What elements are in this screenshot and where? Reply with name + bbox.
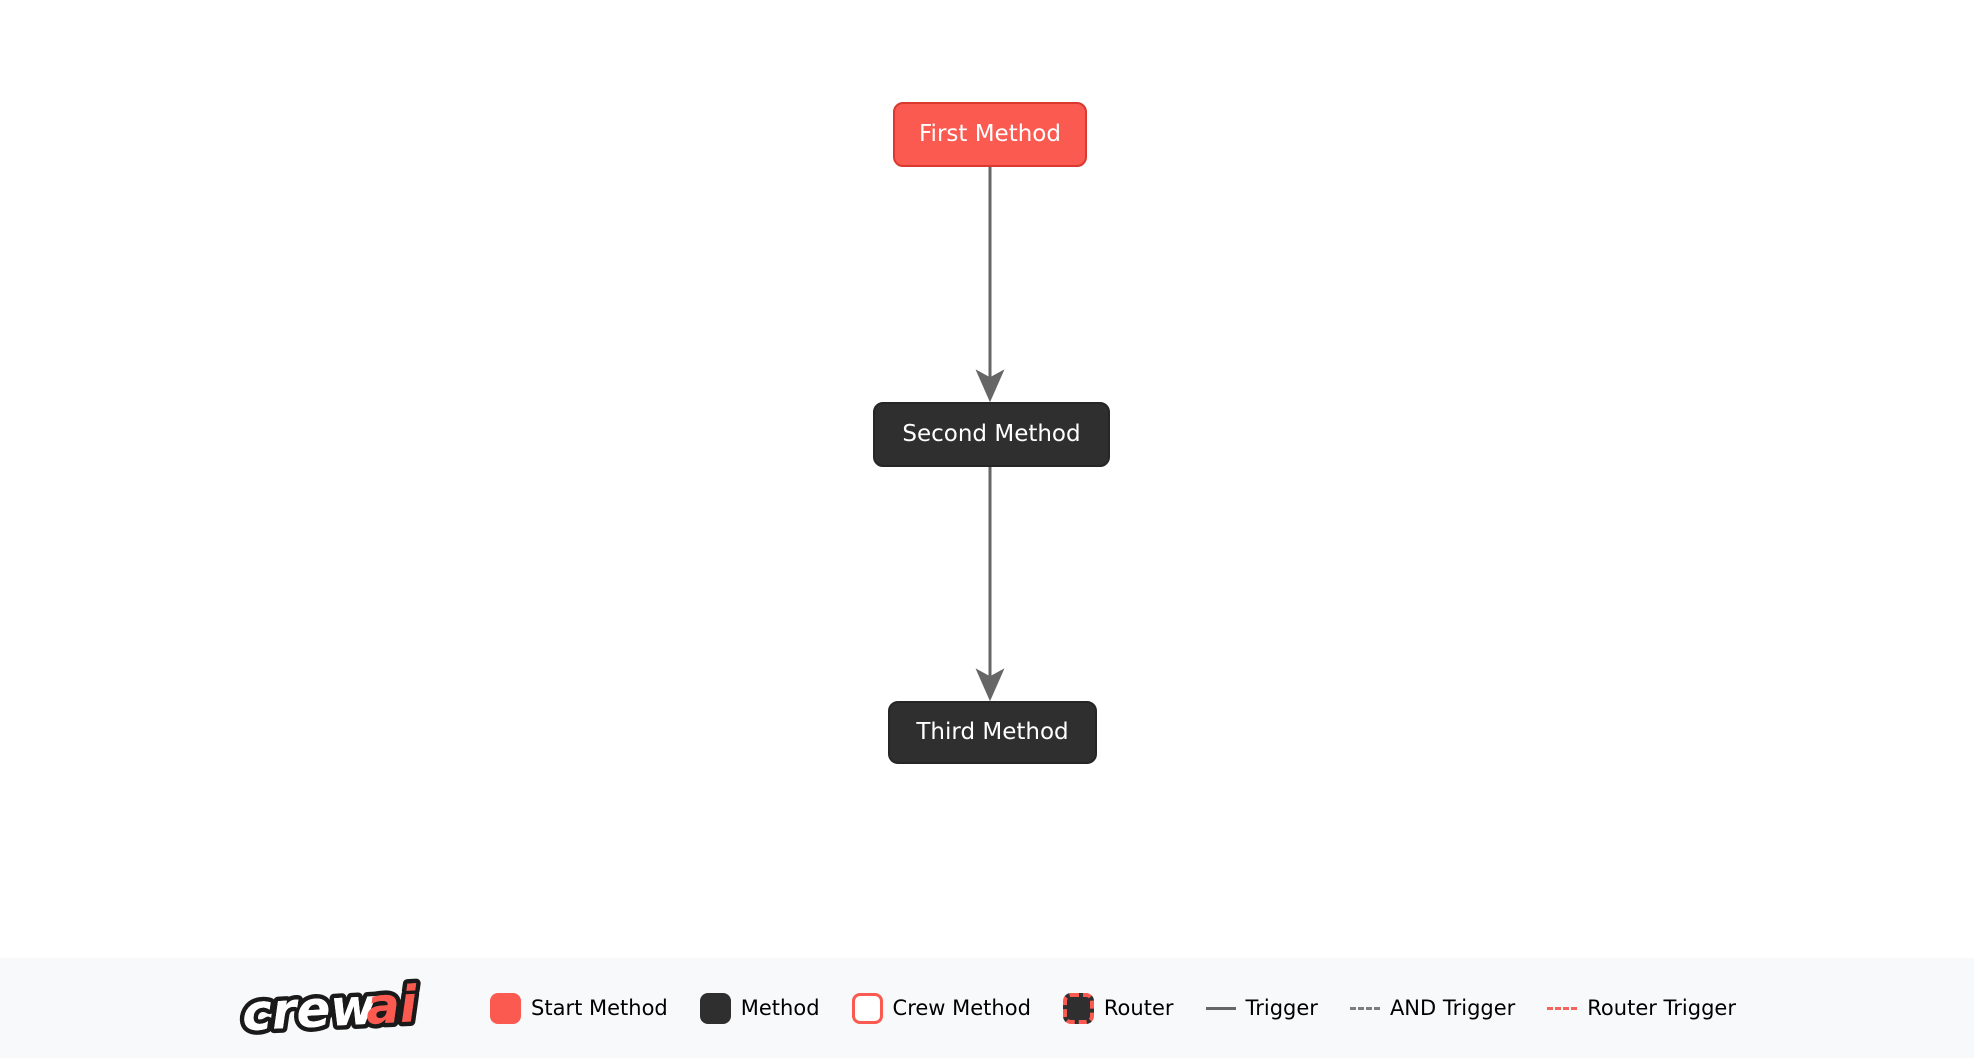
legend-label: Method [740,996,820,1020]
legend-label: Router [1103,996,1174,1020]
legend-label: AND Trigger [1389,996,1516,1020]
legend-bar: crew ai crew ai Start Method Method Crew… [0,958,1974,1058]
flow-node-label: First Method [919,121,1061,147]
legend-label: Crew Method [892,996,1031,1020]
router-swatch [1062,992,1094,1024]
svg-text:ai: ai [364,975,419,1036]
start-method-swatch [490,992,522,1024]
crew-method-swatch [851,992,883,1024]
legend-item-trigger: Trigger [1205,996,1318,1020]
and-trigger-line-swatch [1349,1006,1380,1010]
method-swatch [699,992,731,1024]
legend-item-and-trigger: AND Trigger [1349,996,1516,1020]
legend-label: Router Trigger [1587,996,1736,1020]
flow-node-second-method[interactable]: Second Method [873,402,1110,467]
flow-node-third-method[interactable]: Third Method [888,701,1097,764]
trigger-line-swatch [1205,1006,1236,1010]
flow-node-label: Third Method [916,719,1069,745]
legend-label: Trigger [1245,996,1318,1020]
crewai-logo: crew ai crew ai [238,972,424,1044]
legend-item-router: Router [1062,992,1174,1024]
legend-item-method: Method [699,992,820,1024]
legend-label: Start Method [531,996,668,1020]
svg-text:crew: crew [241,977,379,1042]
legend-item-router-trigger: Router Trigger [1547,996,1736,1020]
legend-row: crew ai crew ai Start Method Method Crew… [238,972,1736,1044]
legend-item-crew-method: Crew Method [851,992,1031,1024]
router-trigger-line-swatch [1547,1006,1578,1010]
flow-node-label: Second Method [902,421,1081,447]
svg-text:crew: crew [241,977,379,1042]
flow-node-first-method[interactable]: First Method [893,102,1087,167]
flow-canvas[interactable]: First Method Second Method Third Method [0,0,1974,958]
legend-item-start-method: Start Method [490,992,668,1024]
svg-text:ai: ai [364,975,419,1036]
